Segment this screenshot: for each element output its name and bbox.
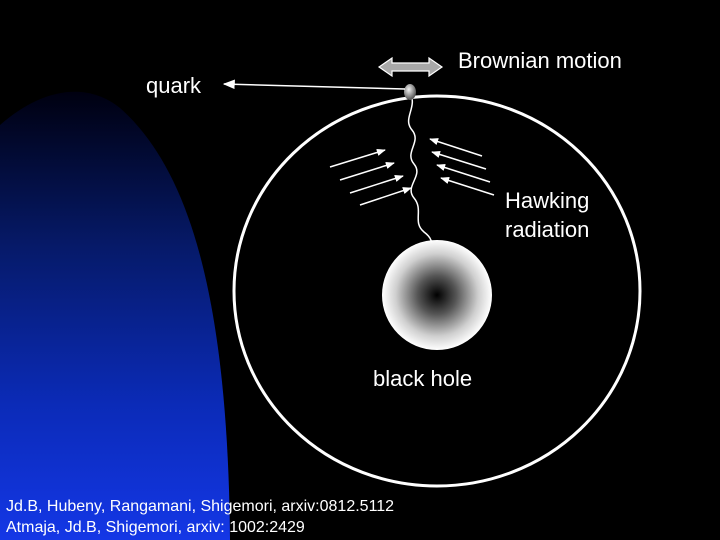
quark-label: quark	[146, 72, 201, 100]
string	[409, 92, 432, 242]
citation-line: Jd.B, Hubeny, Rangamani, Shigemori, arxi…	[6, 496, 394, 517]
hawking-label-line2: radiation	[505, 215, 589, 244]
black-hole-label: black hole	[373, 365, 472, 393]
brownian-motion-label: Brownian motion	[458, 47, 622, 75]
hawking-radiation-label: Hawking radiation	[505, 186, 589, 244]
citation-line: Atmaja, Jd.B, Shigemori, arxiv: 1002:242…	[6, 517, 394, 538]
citations: Jd.B, Hubeny, Rangamani, Shigemori, arxi…	[6, 496, 394, 538]
quark	[404, 84, 416, 100]
hawking-arrows-right	[430, 139, 494, 195]
blue-background-shape	[0, 92, 230, 540]
hawking-arrows-left	[330, 150, 411, 205]
quark-pointer-arrow	[224, 84, 405, 89]
hawking-label-line1: Hawking	[505, 186, 589, 215]
brownian-double-arrow	[379, 58, 442, 76]
black-hole	[382, 240, 492, 350]
